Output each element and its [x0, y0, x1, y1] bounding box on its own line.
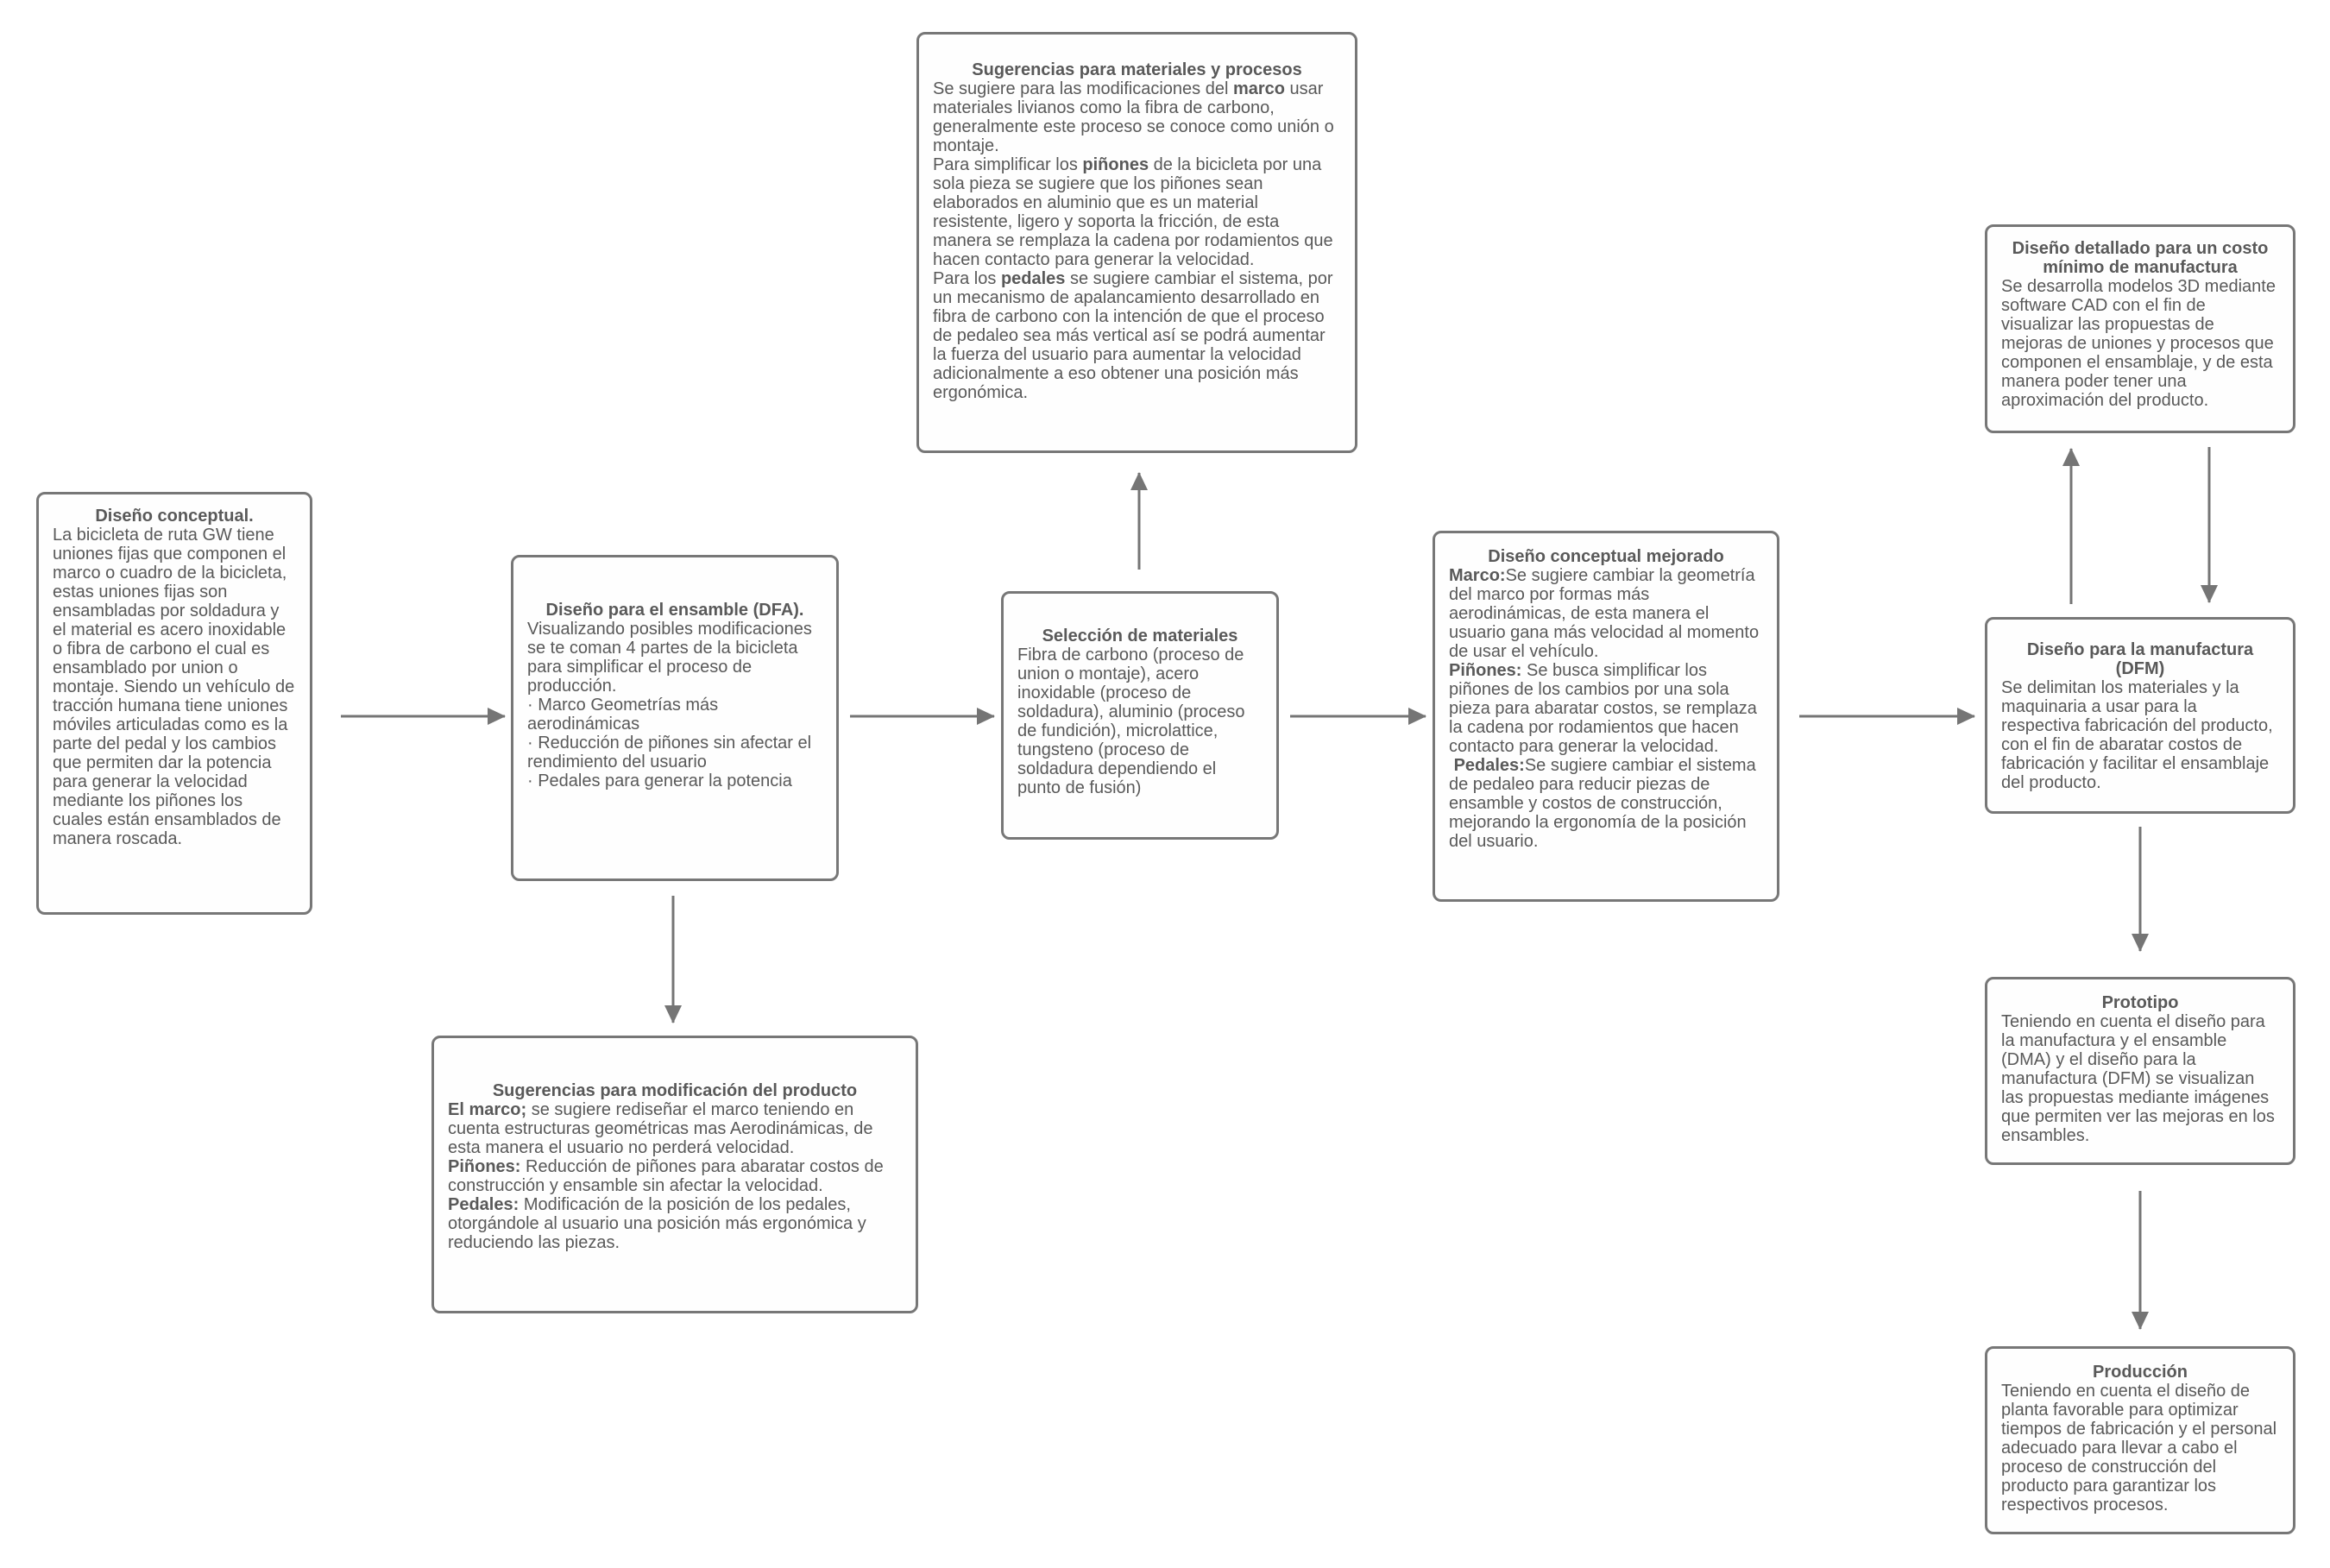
node-title: Prototipo	[2101, 993, 2179, 1012]
node-title: Selección de materiales	[1042, 627, 1238, 645]
node-title: Diseño para el ensamble (DFA).	[545, 601, 804, 620]
node-title: Diseño conceptual.	[95, 507, 254, 526]
node-body: Se sugiere para las modificaciones del m…	[933, 79, 1338, 402]
node-body: Fibra de carbono (proceso de union o mon…	[1017, 645, 1250, 797]
node-materials-suggestions: Sugerencias para materiales y procesos S…	[916, 32, 1357, 453]
node-body: Visualizando posibles modificaciones se …	[527, 620, 812, 790]
node-dfm: Diseño para la manufactura (DFM) Se deli…	[1985, 617, 2295, 814]
node-title: Sugerencias para modificación del produc…	[492, 1081, 858, 1100]
node-title: Diseño detallado para un costo mínimo de…	[2012, 239, 2269, 277]
node-dfa: Diseño para el ensamble (DFA). Visualiza…	[511, 555, 839, 881]
node-title: Diseño para la manufactura (DFM)	[2026, 640, 2254, 678]
node-body: Teniendo en cuenta el diseño para la man…	[2001, 1012, 2280, 1145]
node-prototype: Prototipo Teniendo en cuenta el diseño p…	[1985, 977, 2295, 1165]
node-conceptual-design: Diseño conceptual. La bicicleta de ruta …	[36, 492, 312, 915]
node-body: Se desarrolla modelos 3D mediante softwa…	[2001, 277, 2281, 410]
node-body: La bicicleta de ruta GW tiene uniones fi…	[53, 526, 299, 848]
node-material-selection: Selección de materiales Fibra de carbono…	[1001, 591, 1279, 840]
node-title: Sugerencias para materiales y procesos	[972, 60, 1302, 79]
node-improved-conceptual-design: Diseño conceptual mejorado Marco:Se sugi…	[1433, 531, 1779, 902]
node-detailed-design-min-cost: Diseño detallado para un costo mínimo de…	[1985, 224, 2295, 433]
node-body: El marco; se sugiere rediseñar el marco …	[448, 1100, 884, 1252]
node-title: Producción	[2092, 1363, 2188, 1382]
node-body: Teniendo en cuenta el diseño de planta f…	[2001, 1382, 2282, 1514]
node-body: Marco:Se sugiere cambiar la geometría de…	[1449, 566, 1761, 851]
node-body: Se delimitan los materiales y la maquina…	[2001, 678, 2278, 792]
node-product-modification-suggestions: Sugerencias para modificación del produc…	[431, 1036, 918, 1313]
node-production: Producción Teniendo en cuenta el diseño …	[1985, 1346, 2295, 1534]
node-title: Diseño conceptual mejorado	[1488, 547, 1724, 566]
